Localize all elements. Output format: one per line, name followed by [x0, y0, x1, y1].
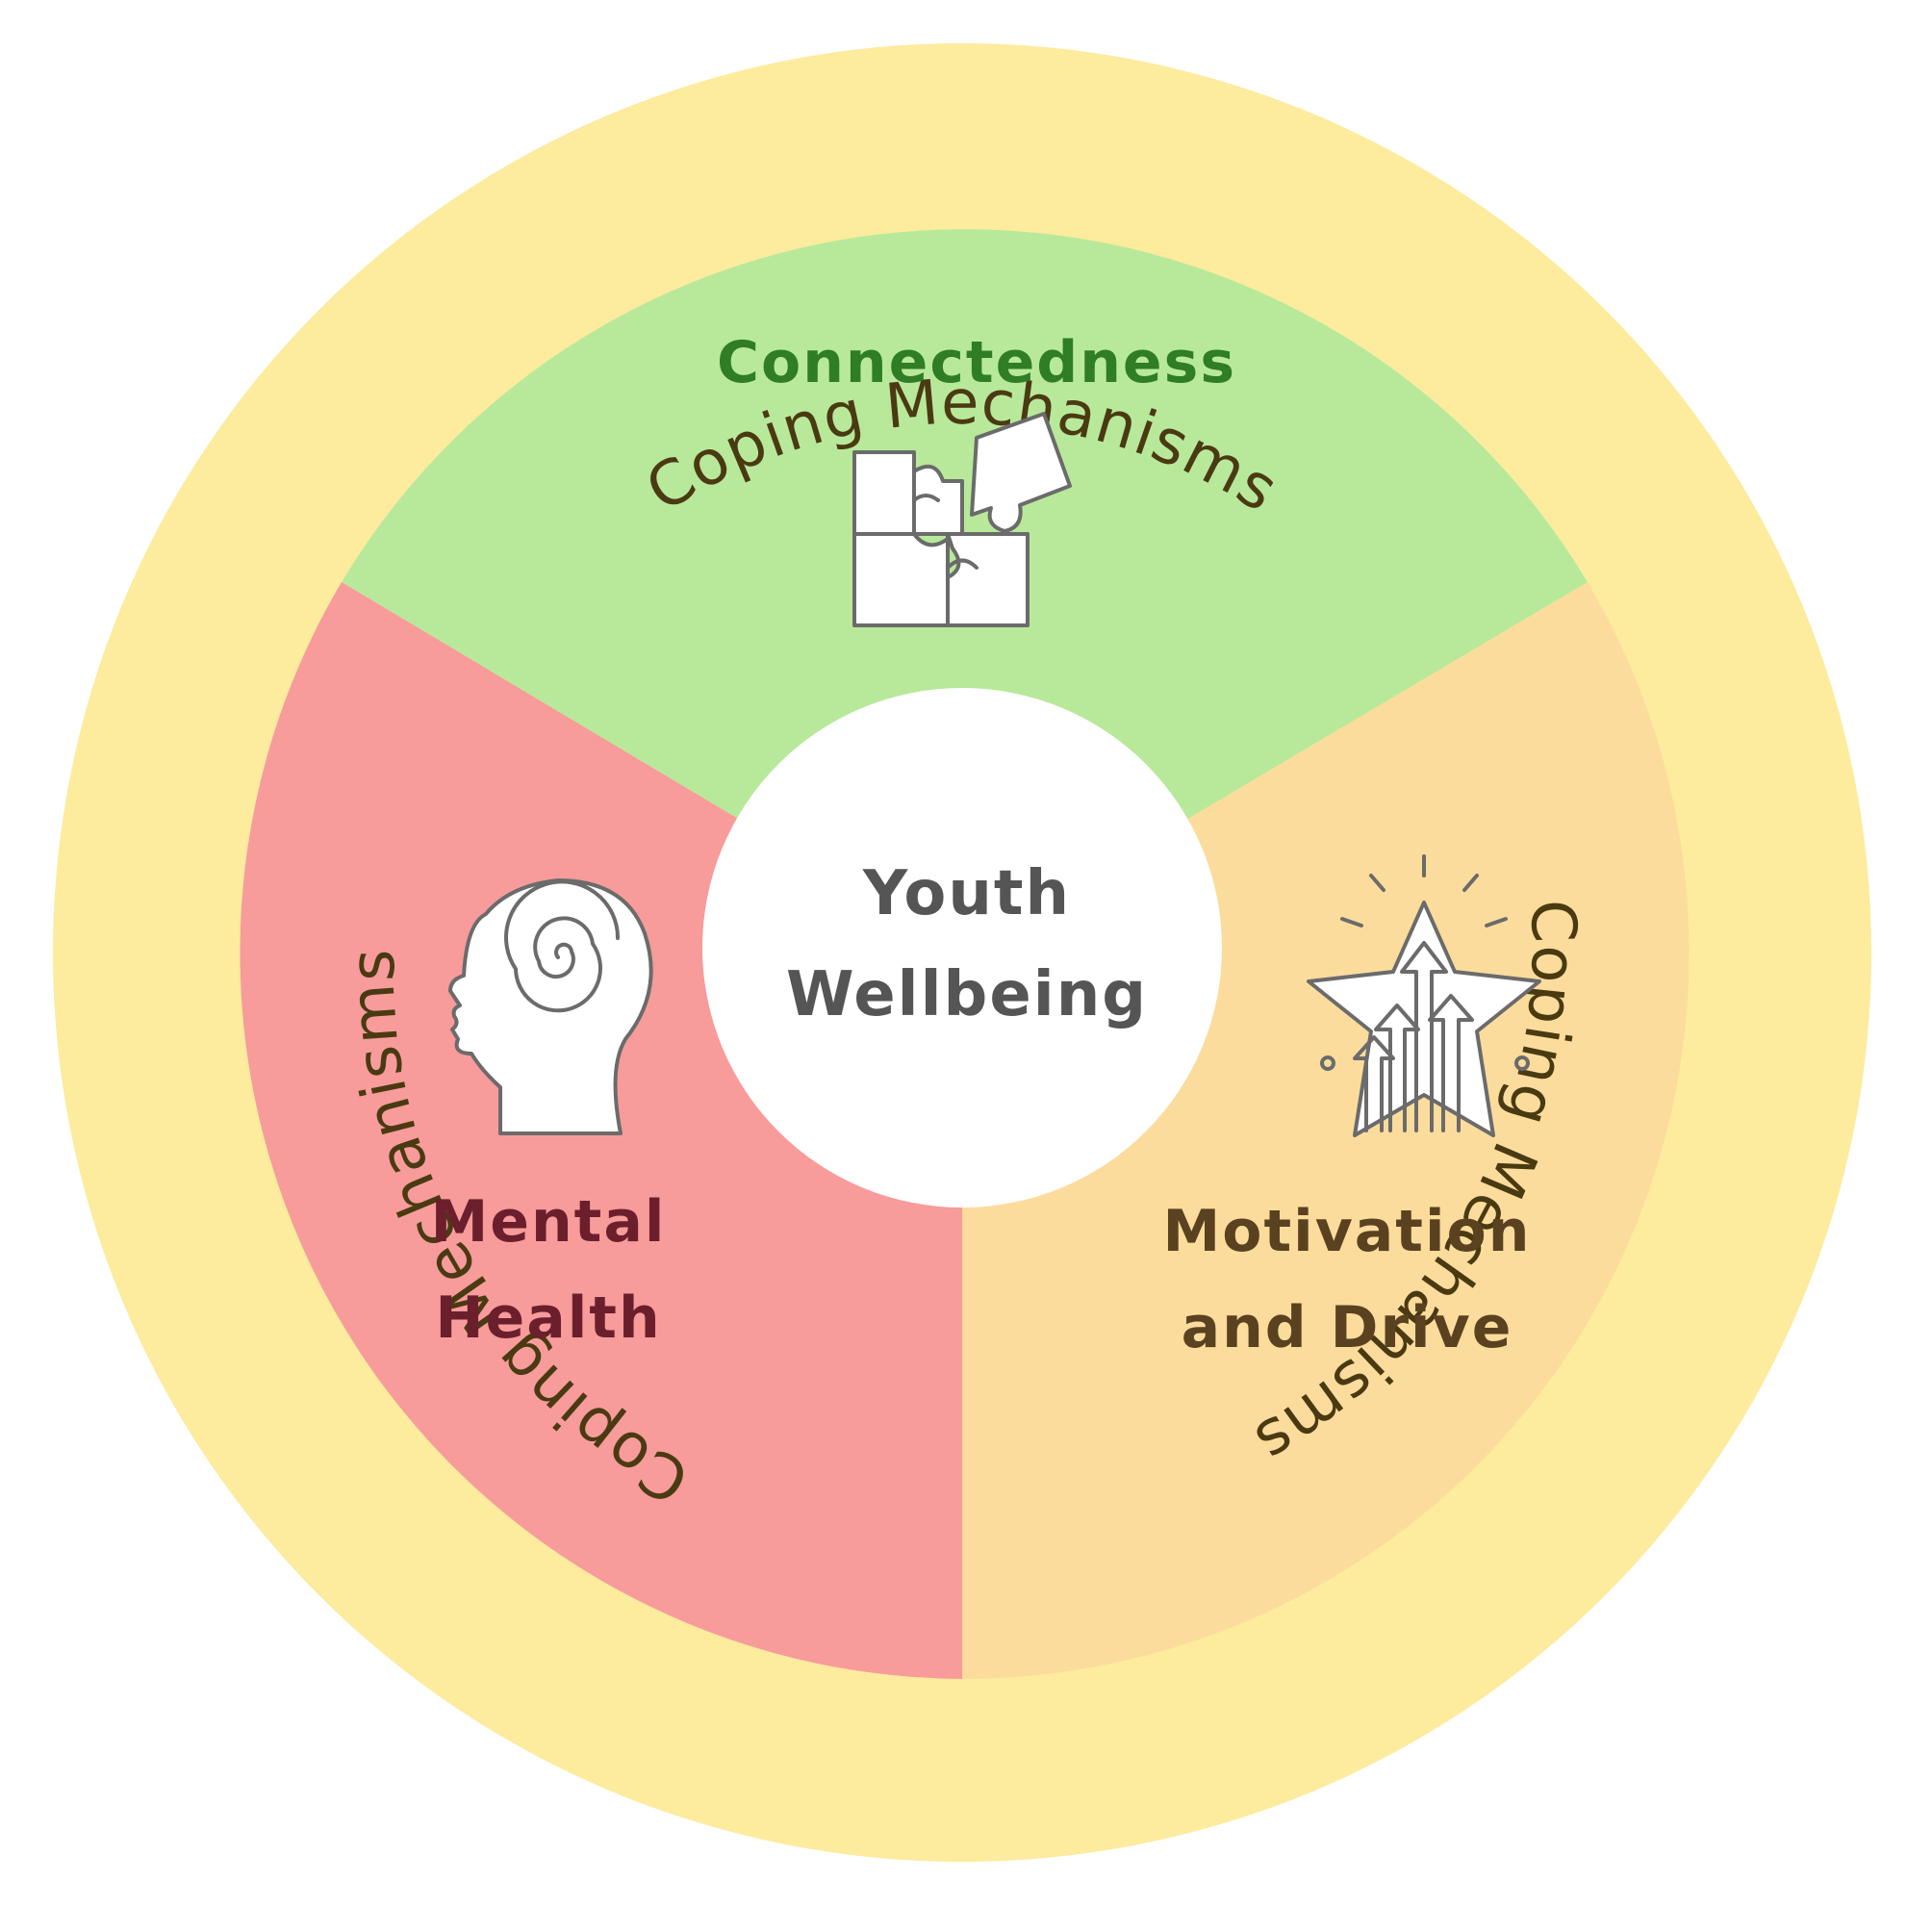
- connectedness-title: Connectedness: [717, 329, 1236, 396]
- motivation-title-line1: Motivation: [1163, 1198, 1532, 1265]
- puzzle-pieces-icon: [852, 412, 1072, 627]
- center-circle: [702, 688, 1222, 1208]
- head-spiral-icon: [448, 878, 653, 1135]
- center-title-line1: Youth: [862, 858, 1071, 929]
- star-arrows-icon: [1307, 854, 1541, 1137]
- center-title-line2: Wellbeing: [786, 959, 1148, 1030]
- mental-health-title-line1: Mental: [431, 1188, 667, 1256]
- motivation-title-line2: and Drive: [1182, 1294, 1513, 1361]
- mental-health-title-line2: Health: [435, 1284, 661, 1352]
